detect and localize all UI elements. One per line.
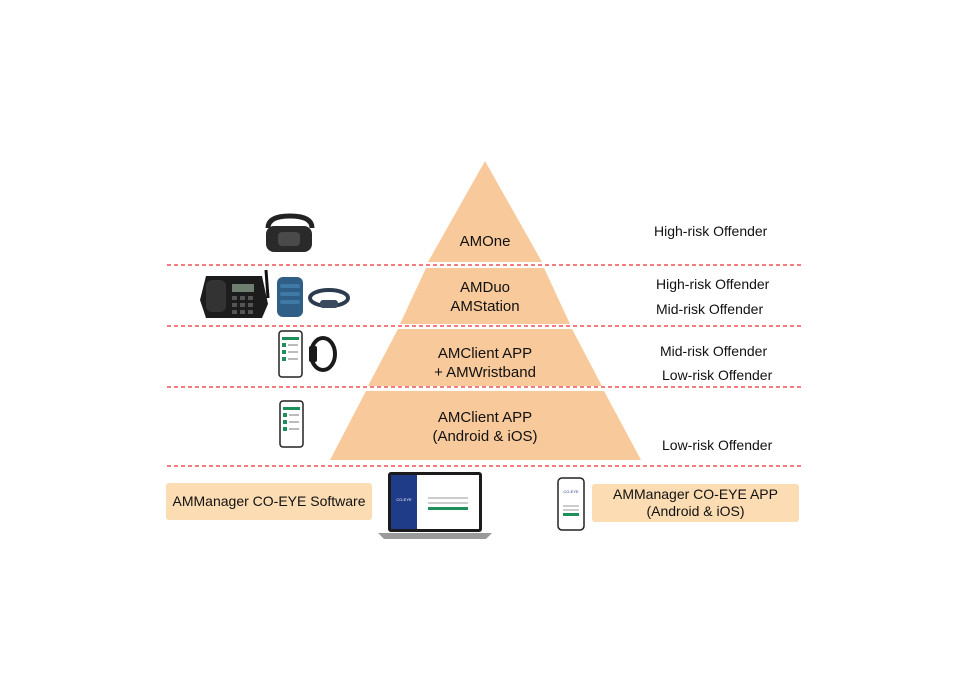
laptop-icon <box>378 472 492 539</box>
tier-4-label: AMClient APP (Android & iOS) <box>405 408 565 446</box>
software-label-left-text: AMManager CO-EYE Software <box>172 493 366 509</box>
station-device-icon <box>277 277 303 317</box>
wristband-icon <box>309 336 337 372</box>
smartphone-app-icon <box>279 400 304 448</box>
ankle-monitor-icon <box>265 213 315 252</box>
tier-4-subtitle: (Android & iOS) <box>432 428 538 445</box>
tier-3-title: AMClient APP <box>437 345 533 362</box>
pyramid-tier-4 <box>330 391 641 460</box>
risk-label: Mid-risk Offender <box>656 301 764 317</box>
smartphone-app-icon <box>278 330 303 378</box>
tier-1-label: AMOne <box>405 232 565 251</box>
pyramid-tier-1 <box>428 161 542 262</box>
desk-phone-icon <box>200 269 270 318</box>
risk-label: Mid-risk Offender <box>660 343 768 359</box>
risk-label: Low-risk Offender <box>662 367 773 383</box>
risk-label: High-risk Offender <box>656 276 770 292</box>
ankle-band-icon <box>308 288 350 308</box>
laptop-screen-title: CO-EYE <box>396 497 412 502</box>
risk-label: Low-risk Offender <box>662 437 773 453</box>
tier-3-label: AMClient APP + AMWristband <box>405 344 565 382</box>
software-label-right: AMManager CO-EYE APP (Android & iOS) <box>592 484 799 522</box>
tier-4-title: AMClient APP <box>437 409 533 426</box>
risk-label: High-risk Offender <box>654 223 768 239</box>
tier-2-label: AMDuo AMStation <box>405 278 565 316</box>
tier-3-subtitle: + AMWristband <box>434 364 536 381</box>
smartphone-icon <box>557 477 585 531</box>
pyramid-tier-2 <box>400 268 570 324</box>
software-label-left: AMManager CO-EYE Software <box>166 483 372 520</box>
pyramid-tier-3 <box>368 329 602 386</box>
software-label-right-subtitle: (Android & iOS) <box>646 503 745 519</box>
tier-2-subtitle: AMStation <box>450 298 520 315</box>
software-label-right-title: AMManager CO-EYE APP <box>613 486 778 502</box>
phone-screen-title: CO-EYE <box>563 489 579 494</box>
tier-1-title: AMOne <box>459 233 511 250</box>
tier-2-title: AMDuo <box>459 279 511 296</box>
